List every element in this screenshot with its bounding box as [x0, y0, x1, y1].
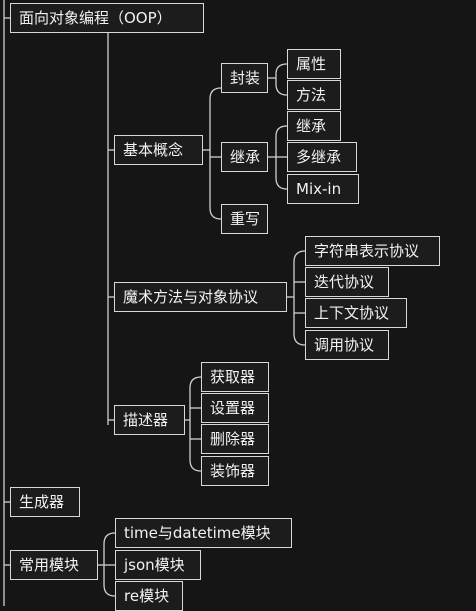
- node-call-protocol[interactable]: 调用协议: [305, 330, 389, 360]
- node-override[interactable]: 重写: [221, 204, 268, 234]
- node-magic-methods[interactable]: 魔术方法与对象协议: [114, 282, 287, 312]
- node-generator[interactable]: 生成器: [10, 487, 80, 517]
- node-json-module[interactable]: json模块: [115, 550, 201, 580]
- encap-curve: [275, 63, 288, 96]
- node-mixin[interactable]: Mix-in: [287, 174, 359, 204]
- node-context-protocol[interactable]: 上下文协议: [305, 298, 407, 328]
- node-multi-inherit[interactable]: 多继承: [287, 142, 357, 172]
- node-inherit-sub[interactable]: 继承: [287, 111, 341, 141]
- node-oop[interactable]: 面向对象编程（OOP）: [10, 3, 204, 33]
- node-method[interactable]: 方法: [287, 80, 341, 110]
- node-setter[interactable]: 设置器: [201, 393, 269, 423]
- node-common-modules[interactable]: 常用模块: [10, 550, 98, 580]
- node-iter-protocol[interactable]: 迭代协议: [305, 267, 389, 297]
- basic-curve-top: [209, 87, 222, 150]
- node-getter[interactable]: 获取器: [201, 362, 269, 392]
- node-encapsulation[interactable]: 封装: [221, 63, 268, 93]
- node-deleter[interactable]: 删除器: [201, 424, 269, 454]
- node-attribute[interactable]: 属性: [287, 49, 341, 79]
- node-descriptor[interactable]: 描述器: [114, 405, 185, 435]
- node-decorator[interactable]: 装饰器: [201, 456, 269, 486]
- node-time-module[interactable]: time与datetime模块: [115, 518, 292, 548]
- basic-curve-bottom: [209, 150, 222, 220]
- descriptor-curve: [189, 376, 202, 472]
- node-re-module[interactable]: re模块: [115, 581, 183, 611]
- node-str-protocol[interactable]: 字符串表示协议: [305, 236, 440, 266]
- node-inheritance[interactable]: 继承: [221, 142, 268, 172]
- magic-curve: [293, 250, 306, 346]
- node-basic-concepts[interactable]: 基本概念: [114, 135, 203, 165]
